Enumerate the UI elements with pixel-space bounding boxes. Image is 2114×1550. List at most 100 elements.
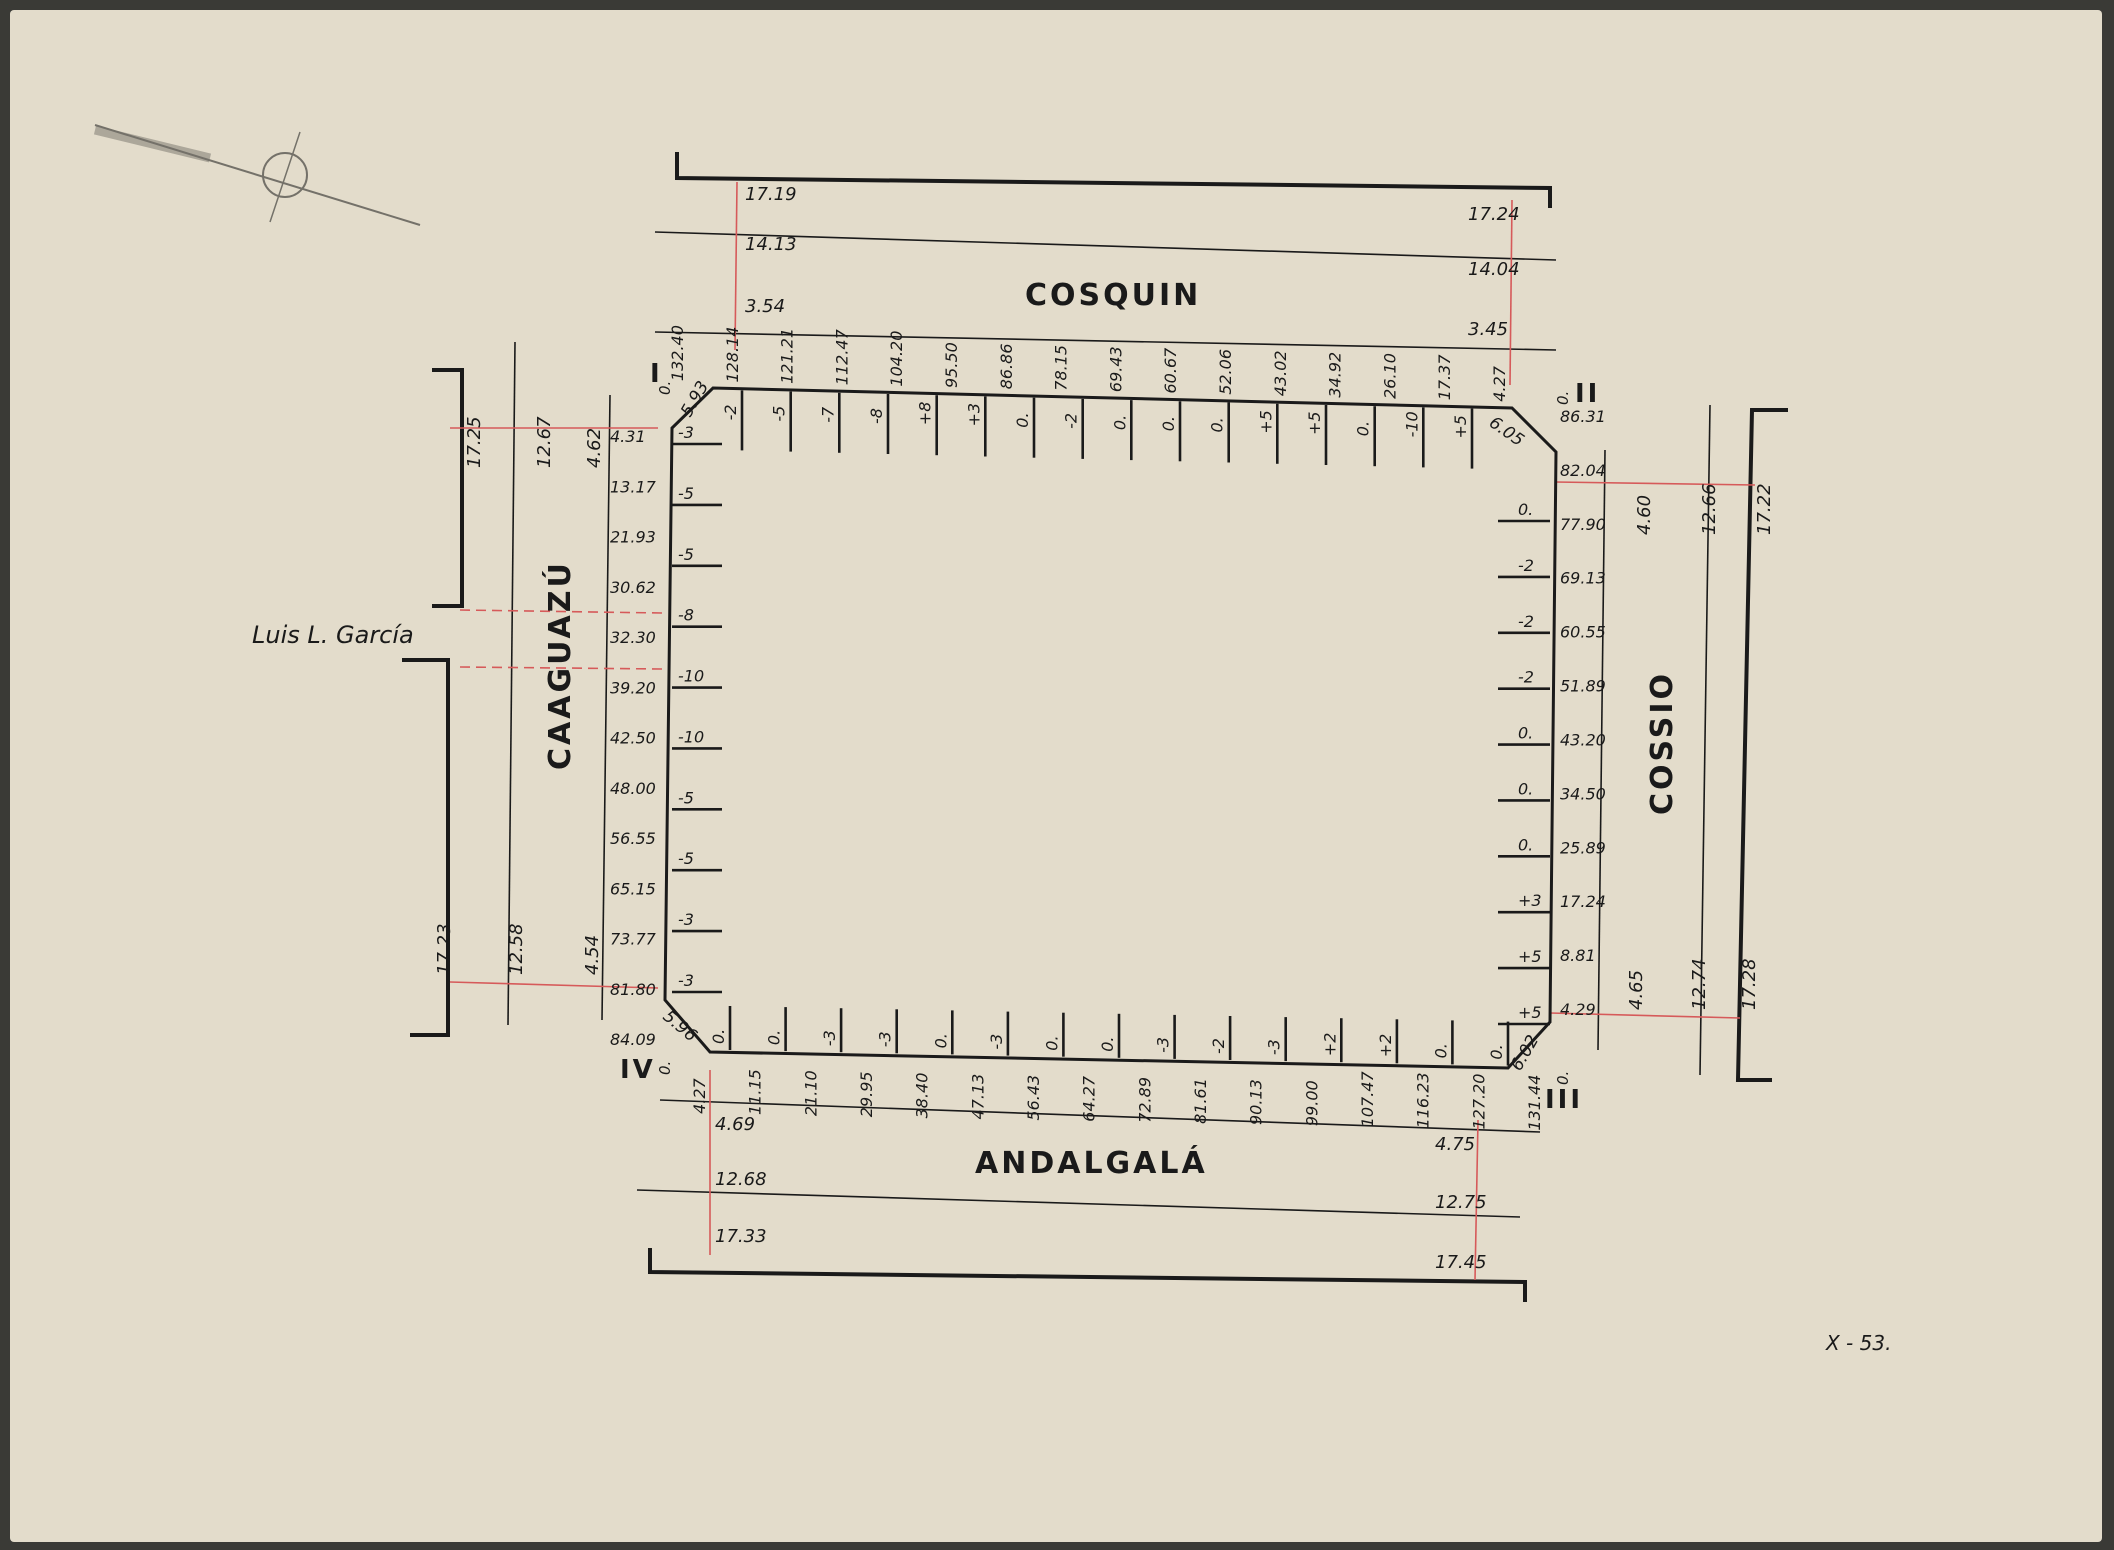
north-chainage-label: 86.86 bbox=[997, 343, 1016, 389]
west-level-label: -5 bbox=[678, 849, 694, 868]
south-level-label: 0. bbox=[1098, 1037, 1117, 1052]
west-chainage-label: 42.50 bbox=[610, 729, 656, 748]
east-chainage-label: 34.50 bbox=[1560, 784, 1606, 803]
street-name-east: COSSIO bbox=[1645, 671, 1680, 815]
north-west-width-label: 14.13 bbox=[745, 234, 797, 255]
east-level-label: +5 bbox=[1518, 947, 1542, 966]
chamfer-label-1: 5.93 bbox=[677, 378, 713, 421]
north-level-label: 0. bbox=[1013, 412, 1032, 427]
east-level-label: -2 bbox=[1518, 612, 1534, 631]
north-arrow-icon bbox=[93, 124, 421, 226]
level-stakes bbox=[672, 390, 1550, 1066]
north-level-label: -10 bbox=[1402, 411, 1421, 437]
south-chainage-label: 72.89 bbox=[1135, 1077, 1154, 1123]
north-level-label: 0. bbox=[1110, 415, 1129, 430]
east-chainage-label: 69.13 bbox=[1560, 569, 1606, 588]
chamfer-label-4: 5.96 bbox=[659, 1007, 701, 1047]
west-chainage-label: 13.17 bbox=[610, 477, 657, 496]
south-level-label: -3 bbox=[987, 1034, 1006, 1050]
south-east-width-label: 4.75 bbox=[1435, 1134, 1475, 1155]
west-chainage-label: 65.15 bbox=[610, 879, 656, 898]
north-chainage-label: 60.67 bbox=[1161, 347, 1180, 394]
north-level-label: -5 bbox=[770, 406, 789, 422]
east-top-width-label: 4.60 bbox=[1634, 495, 1655, 535]
block-outline bbox=[663, 386, 1558, 1070]
north-east-width-label: 14.04 bbox=[1468, 259, 1520, 280]
west-top-width-label: 12.67 bbox=[534, 416, 555, 468]
east-chainage-label: 82.04 bbox=[1560, 461, 1606, 480]
south-east-width-label: 17.45 bbox=[1435, 1252, 1487, 1273]
south-level-label: -3 bbox=[1265, 1039, 1284, 1055]
south-level-label: +2 bbox=[1320, 1033, 1339, 1057]
north-level-label: 0. bbox=[1208, 417, 1227, 432]
corner-zero-3: 0. bbox=[1554, 1071, 1572, 1085]
street-lines bbox=[507, 231, 1711, 1218]
west-bottom-width-label: 17.23 bbox=[434, 923, 455, 975]
west-chainage-label: 84.09 bbox=[610, 1030, 656, 1049]
east-level-label: -2 bbox=[1518, 668, 1534, 687]
north-level-label: +5 bbox=[1451, 415, 1470, 439]
west-level-label: -3 bbox=[678, 423, 694, 442]
north-chainage-label: 128.14 bbox=[723, 327, 742, 383]
west-level-label: -3 bbox=[678, 910, 694, 929]
west-chainage-label: 32.30 bbox=[610, 628, 656, 647]
south-level-label: 0. bbox=[931, 1033, 950, 1048]
west-top-width-label: 4.62 bbox=[584, 428, 605, 468]
east-level-label: 0. bbox=[1518, 500, 1533, 519]
north-chainage-label: 121.21 bbox=[778, 328, 797, 384]
west-chainage-label: 4.31 bbox=[610, 427, 646, 446]
corner-zero-2: 0. bbox=[1554, 391, 1572, 405]
south-level-label: 0. bbox=[709, 1029, 728, 1044]
corner-label-4: IV bbox=[620, 1055, 656, 1085]
west-bottom-width-label: 12.58 bbox=[506, 923, 527, 975]
south-west-width-label: 4.69 bbox=[715, 1114, 755, 1135]
west-level-label: -5 bbox=[678, 788, 694, 807]
west-chainage-label: 30.62 bbox=[610, 578, 656, 597]
north-level-label: +3 bbox=[964, 403, 983, 427]
north-chainage-label: 34.92 bbox=[1326, 352, 1345, 398]
sheet-reference: X - 53. bbox=[1825, 1331, 1891, 1355]
east-level-label: 0. bbox=[1518, 835, 1533, 854]
south-chainage-label: 38.40 bbox=[913, 1073, 932, 1119]
north-level-label: -2 bbox=[721, 404, 740, 420]
east-level-label: +3 bbox=[1518, 891, 1542, 910]
east-level-label: 0. bbox=[1518, 724, 1533, 743]
south-level-label: -3 bbox=[820, 1030, 839, 1046]
east-top-width-label: 17.22 bbox=[1754, 483, 1775, 535]
south-chainage-label: 56.43 bbox=[1024, 1075, 1043, 1121]
north-west-width-label: 17.19 bbox=[745, 184, 797, 205]
north-level-label: 0. bbox=[1159, 416, 1178, 431]
north-level-label: 0. bbox=[1354, 421, 1373, 436]
south-level-label: 0. bbox=[1042, 1035, 1061, 1050]
east-bottom-width-label: 4.65 bbox=[1626, 970, 1647, 1010]
south-west-width-label: 17.33 bbox=[715, 1226, 767, 1247]
south-east-width-label: 12.75 bbox=[1435, 1192, 1487, 1213]
south-level-label: -3 bbox=[1154, 1037, 1173, 1053]
south-chainage-label: 29.95 bbox=[857, 1071, 876, 1117]
north-chainage-label: 4.27 bbox=[1490, 365, 1509, 401]
south-chainage-label: 47.13 bbox=[968, 1074, 987, 1120]
north-level-label: +8 bbox=[916, 402, 935, 426]
street-name-west: CAAGUAZÚ bbox=[541, 560, 578, 770]
west-level-label: -5 bbox=[678, 484, 694, 503]
east-chainage-label: 4.29 bbox=[1560, 1000, 1596, 1019]
north-level-label: +5 bbox=[1305, 411, 1324, 435]
south-chainage-label: 21.10 bbox=[801, 1070, 820, 1116]
east-chainage-label: 77.90 bbox=[1560, 515, 1606, 534]
north-level-label: -7 bbox=[818, 406, 837, 423]
west-bottom-width-label: 4.54 bbox=[582, 935, 603, 975]
south-level-label: -3 bbox=[876, 1031, 895, 1047]
north-east-width-label: 17.24 bbox=[1468, 204, 1520, 225]
street-name-north: COSQUIN bbox=[1025, 278, 1201, 313]
east-bottom-width-label: 17.28 bbox=[1739, 958, 1760, 1010]
west-level-label: -10 bbox=[678, 667, 704, 686]
side-street-name: Luis L. García bbox=[252, 621, 414, 649]
south-level-label: 0. bbox=[1487, 1044, 1506, 1059]
north-chainage-label: 17.37 bbox=[1435, 354, 1454, 401]
south-level-label: 0. bbox=[1431, 1043, 1450, 1058]
east-level-label: -2 bbox=[1518, 556, 1534, 575]
west-level-label: -8 bbox=[678, 606, 694, 625]
